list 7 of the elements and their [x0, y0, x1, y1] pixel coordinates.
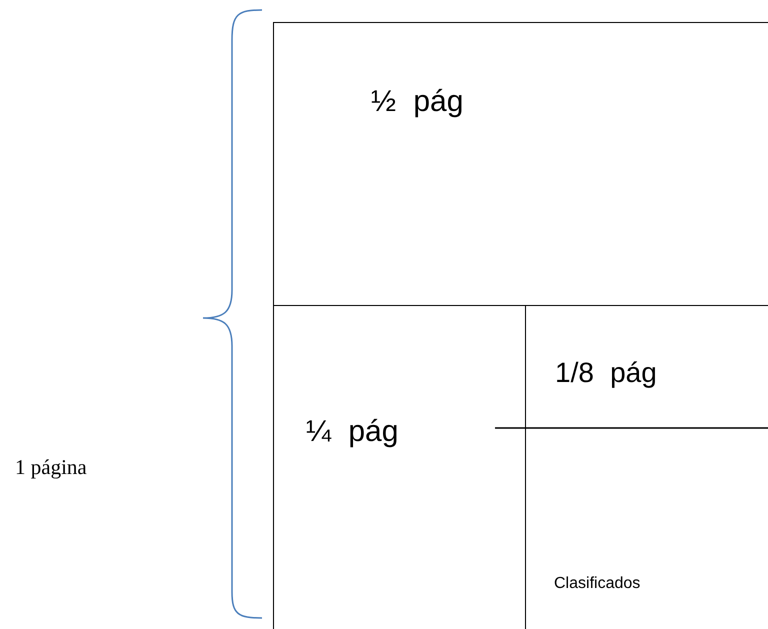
size-label: ½ pág: [371, 87, 464, 117]
size-label: 1/8 pág: [555, 359, 657, 387]
quarter-page-space: [273, 305, 526, 629]
half-page-space: [273, 22, 768, 306]
page-size-label: 1 página: [15, 457, 87, 478]
size-label: ¼ pág: [306, 417, 398, 447]
size-label: Clasificados: [554, 576, 640, 592]
